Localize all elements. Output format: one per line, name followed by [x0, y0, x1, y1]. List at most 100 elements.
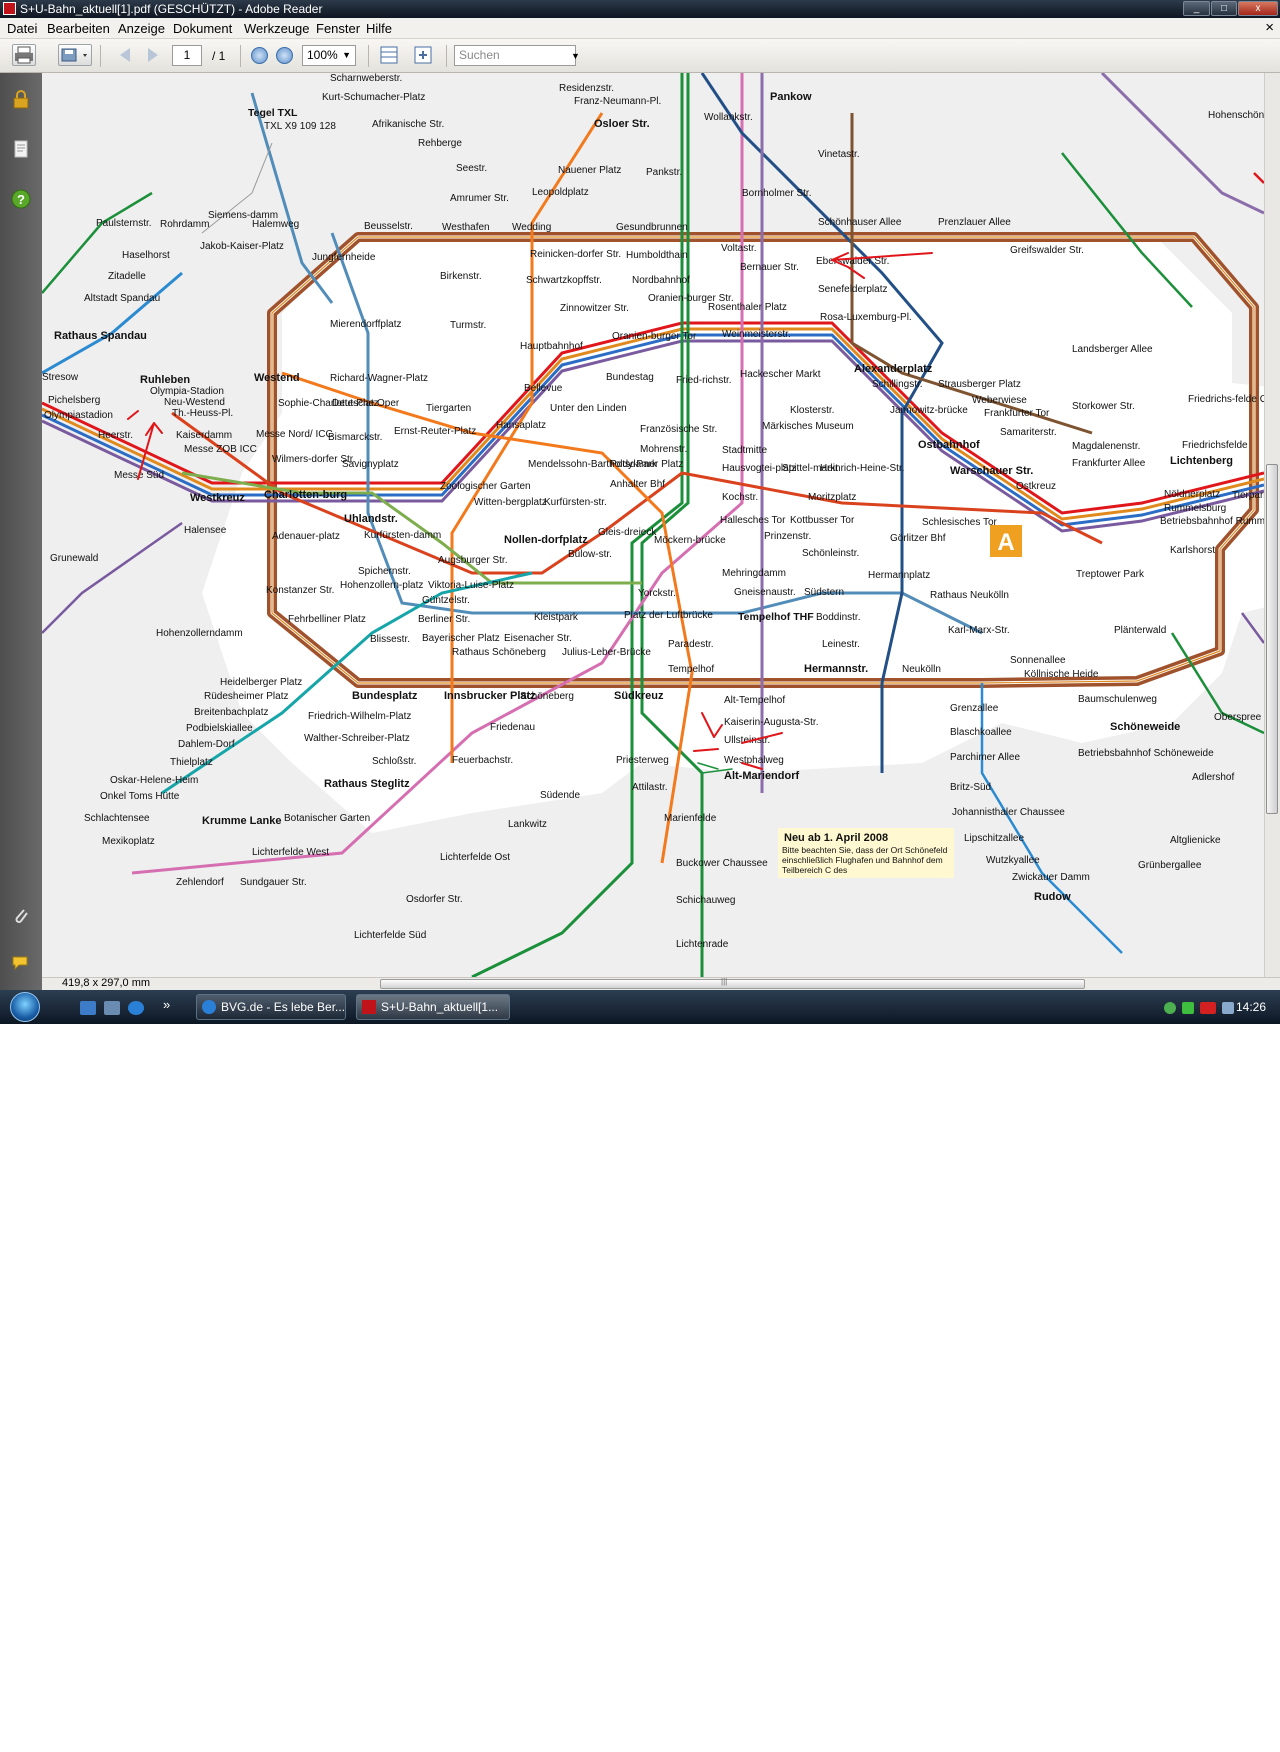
switch-windows-icon[interactable]	[104, 1001, 120, 1015]
menu-fenster[interactable]: Fenster	[316, 21, 361, 36]
attachment-icon[interactable]	[11, 906, 31, 926]
zoom-level-select[interactable]: 100% ▼	[302, 45, 356, 66]
station-label: Siemens-damm	[208, 210, 278, 221]
station-label: Altglienicke	[1170, 835, 1221, 846]
station-label: Lichterfelde Süd	[354, 930, 426, 941]
previous-page-icon[interactable]	[114, 44, 136, 66]
taskbar-item-browser[interactable]: BVG.de - Es lebe Ber...	[196, 994, 346, 1020]
minimize-button[interactable]: _	[1183, 1, 1210, 16]
station-label: Landsberger Allee	[1072, 344, 1153, 355]
station-label: Gesundbrunnen	[616, 222, 688, 233]
station-label: Yorckstr.	[638, 588, 676, 599]
start-button[interactable]	[10, 992, 40, 1022]
messenger-tray-icon[interactable]	[1164, 1002, 1176, 1014]
station-label: Gleis-dreieck	[598, 527, 657, 538]
ati-tray-icon[interactable]	[1200, 1002, 1216, 1014]
volume-tray-icon[interactable]	[1222, 1002, 1234, 1014]
station-label: Adlershof	[1192, 772, 1234, 783]
quick-launch-overflow-icon[interactable]: »	[163, 997, 171, 1012]
station-label: Ostkreuz	[1016, 481, 1056, 492]
maximize-button[interactable]: □	[1211, 1, 1237, 16]
station-label: Birkenstr.	[440, 271, 482, 282]
search-options-chevron-icon[interactable]: ▼	[571, 51, 580, 61]
save-copy-icon[interactable]	[58, 44, 92, 66]
fit-page-icon[interactable]	[412, 44, 434, 66]
vertical-scroll-thumb[interactable]	[1266, 464, 1278, 814]
station-label: Hohenschön	[1208, 110, 1264, 121]
station-label: Richard-Wagner-Platz	[330, 373, 428, 384]
station-label: Bundestag	[606, 372, 654, 383]
fit-width-icon[interactable]	[378, 44, 400, 66]
station-label: Warschauer Str.	[950, 465, 1033, 477]
station-label: Mendelssohn-Bartholdy-Park	[528, 459, 658, 470]
station-label: Westkreuz	[190, 492, 245, 504]
station-label: Konstanzer Str.	[266, 585, 334, 596]
internet-explorer-icon[interactable]	[128, 1001, 144, 1015]
menu-dokument[interactable]: Dokument	[173, 21, 233, 36]
station-label: Zitadelle	[108, 271, 146, 282]
u-bahn-lines	[42, 73, 1264, 864]
station-label: Kurfürsten-damm	[364, 530, 441, 541]
chevron-down-icon: ▼	[342, 50, 351, 60]
station-label: Jannowitz-brücke	[890, 405, 968, 416]
station-label: Nöldnerplatz	[1164, 489, 1220, 500]
station-label: Hohenzollerndamm	[156, 628, 243, 639]
station-label: Johannisthaler Chaussee	[952, 807, 1065, 818]
network-tray-icon[interactable]	[1182, 1002, 1194, 1014]
station-label: Dahlem-Dorf	[178, 739, 235, 750]
station-label: Görlitzer Bhf	[890, 533, 946, 544]
station-label: Storkower Str.	[1072, 401, 1135, 412]
zoom-out-icon[interactable]	[251, 47, 268, 64]
station-label: Friedrichsfelde	[1182, 440, 1248, 451]
toolbar: 1 / 1 100% ▼ Suchen ▼	[0, 39, 1280, 73]
station-label: Kaiserdamm	[176, 430, 232, 441]
station-label: Kleistpark	[534, 612, 579, 623]
station-label: Bellevue	[524, 383, 563, 394]
station-label: Hansaplatz	[496, 420, 546, 431]
station-label: Weberwiese	[972, 395, 1027, 406]
station-label: Heinrich-Heine-Str.	[820, 463, 904, 474]
tariff-zone-label: A	[997, 529, 1014, 556]
pdf-app-icon	[362, 1000, 376, 1014]
station-label: Zinnowitzer Str.	[560, 303, 629, 314]
markup-annotations	[127, 252, 933, 774]
pages-icon[interactable]	[11, 139, 31, 159]
menu-bearbeiten[interactable]: Bearbeiten	[47, 21, 110, 36]
menu-werkzeuge[interactable]: Werkzeuge	[244, 21, 310, 36]
comments-icon[interactable]	[11, 953, 31, 973]
print-icon[interactable]	[12, 44, 36, 66]
station-label: Französische Str.	[640, 424, 717, 435]
station-label: Halensee	[184, 525, 227, 536]
station-label: Lichtenrade	[676, 939, 729, 950]
show-desktop-icon[interactable]	[80, 1001, 96, 1015]
station-label: Grünbergallee	[1138, 860, 1202, 871]
horizontal-scroll-thumb[interactable]: |||	[380, 977, 1085, 989]
zoom-in-icon[interactable]	[276, 47, 293, 64]
menu-anzeige[interactable]: Anzeige	[118, 21, 165, 36]
taskbar-item-label: S+U-Bahn_aktuell[1...	[381, 1000, 499, 1014]
menu-hilfe[interactable]: Hilfe	[366, 21, 393, 36]
station-label: Kottbusser Tor	[790, 515, 855, 526]
station-label: Thielplatz	[170, 757, 213, 768]
station-label: Lipschitzallee	[964, 833, 1024, 844]
station-label: Hauptbahnhof	[520, 341, 583, 352]
station-label: Grunewald	[50, 553, 98, 564]
station-label: Eberswalder Str.	[816, 256, 889, 267]
station-label: Olympia-Stadion	[150, 386, 224, 397]
station-label: Olympiastadion	[44, 410, 113, 421]
taskbar-item-adobe-reader[interactable]: S+U-Bahn_aktuell[1...	[356, 994, 510, 1020]
next-page-icon[interactable]	[142, 44, 164, 66]
station-label: Alt-Tempelhof	[724, 695, 785, 706]
document-close-icon[interactable]: ×	[1265, 19, 1274, 36]
station-label: Onkel Toms Hütte	[100, 791, 180, 802]
menu-datei[interactable]: Datei	[7, 21, 38, 36]
station-label: Köllnische Heide	[1024, 669, 1099, 680]
station-label: Kaiserin-Augusta-Str.	[724, 717, 819, 728]
lock-icon[interactable]	[11, 89, 31, 109]
help-icon[interactable]: ?	[11, 189, 31, 209]
page-number-input[interactable]: 1	[172, 45, 202, 66]
close-button[interactable]: x	[1238, 1, 1278, 16]
station-label: Nollen-dorfplatz	[504, 534, 588, 546]
search-input[interactable]: Suchen	[454, 45, 576, 66]
toolbar-separator	[240, 45, 241, 67]
